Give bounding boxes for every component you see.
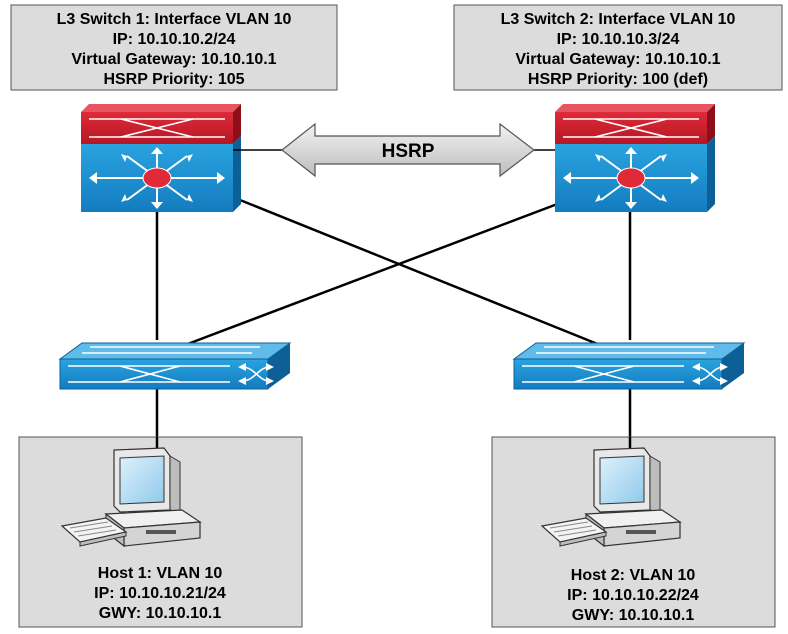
switch2-virtual-gateway: Virtual Gateway: 10.10.10.1 (515, 51, 720, 68)
host1-gateway: GWY: 10.10.10.1 (99, 605, 222, 622)
cables (155, 198, 632, 455)
l2-switch-icon[interactable] (58, 342, 292, 390)
switch2-title: L3 Switch 2: Interface VLAN 10 (501, 11, 736, 28)
host2-title: Host 2: VLAN 10 (571, 567, 696, 584)
switch2-ip: IP: 10.10.10.3/24 (557, 31, 680, 48)
cable-sw1-to-access2 (239, 198, 601, 347)
l3-switch-icon[interactable] (81, 104, 241, 212)
hsrp-link-arrow: HSRP (233, 122, 555, 178)
host1-ip: IP: 10.10.10.21/24 (94, 585, 226, 602)
switch1-hsrp-priority: HSRP Priority: 105 (103, 71, 244, 88)
l2-switch-icon[interactable] (512, 342, 746, 390)
switch1-ip: IP: 10.10.10.2/24 (113, 31, 236, 48)
l3-switch-icon[interactable] (555, 104, 715, 212)
switch1-info-box: L3 Switch 1: Interface VLAN 10 IP: 10.10… (10, 4, 338, 91)
desktop-computer-icon[interactable] (60, 447, 202, 548)
switch2-hsrp-priority: HSRP Priority: 100 (def) (528, 71, 708, 88)
host1-title: Host 1: VLAN 10 (98, 565, 223, 582)
host2-ip: IP: 10.10.10.22/24 (567, 587, 699, 604)
switch2-info-box: L3 Switch 2: Interface VLAN 10 IP: 10.10… (453, 4, 783, 91)
cable-sw2-to-access1 (184, 198, 569, 347)
host2-gateway: GWY: 10.10.10.1 (572, 607, 695, 624)
hsrp-label: HSRP (382, 141, 435, 162)
switch1-virtual-gateway: Virtual Gateway: 10.10.10.1 (71, 51, 276, 68)
desktop-computer-icon[interactable] (540, 447, 682, 548)
switch1-title: L3 Switch 1: Interface VLAN 10 (57, 11, 292, 28)
